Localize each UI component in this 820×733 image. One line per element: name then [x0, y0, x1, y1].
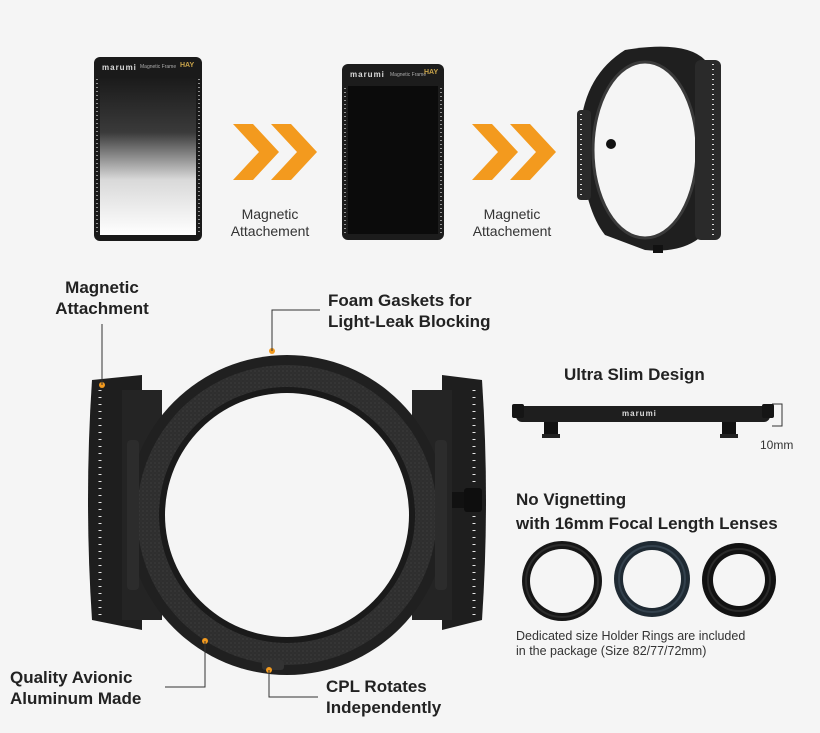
slim-title: Ultra Slim Design: [564, 365, 705, 384]
gnd-brand: marumi: [102, 63, 137, 72]
holder-ring-72mm: [700, 541, 778, 619]
rings-note-line1: Dedicated size Holder Rings are included: [516, 629, 746, 643]
gnd-model: Magnetic Frame: [140, 64, 177, 70]
vignetting-title-line2: with 16mm Focal Length Lenses: [516, 514, 778, 533]
callout-quality-line1: Quality Avionic: [10, 668, 133, 687]
holder-ring-82mm: [520, 539, 604, 623]
double-chevron-right-icon: [233, 124, 323, 180]
step1-label-line2: Attachement: [230, 223, 310, 239]
callout-foam-line1: Foam Gaskets for: [328, 291, 472, 310]
step2-label-line2: Attachement: [472, 223, 552, 239]
step2-label-line1: Magnetic: [483, 206, 541, 222]
vignetting-title: No Vignetting with 16mm Focal Length Len…: [516, 488, 778, 536]
holder-ring-77mm: [612, 539, 692, 619]
nd-filter-image: marumi Magnetic Frame HAY: [340, 62, 446, 242]
double-chevron-right-icon: [472, 124, 562, 180]
step1-label-line1: Magnetic: [241, 206, 299, 222]
gnd-filter-image: marumi Magnetic Frame HAY: [92, 55, 204, 243]
callout-cpl-rotates: CPL Rotates Independently: [326, 676, 441, 718]
slim-dimension: 10mm: [760, 438, 794, 452]
callout-magnetic-attachment: Magnetic Attachment: [42, 277, 162, 319]
nd-model: Magnetic Frame: [390, 72, 427, 78]
callout-quality-line2: Aluminum Made: [10, 689, 142, 708]
holder-angled-image: [565, 40, 735, 260]
holder-front-image: [82, 330, 492, 680]
vignetting-title-line1: No Vignetting: [516, 490, 627, 509]
callout-quality-aluminum: Quality Avionic Aluminum Made: [10, 667, 141, 709]
callout-foam-line2: Light-Leak Blocking: [328, 312, 491, 331]
step1-label: Magnetic Attachement: [220, 206, 320, 240]
callout-magnetic-line1: Magnetic: [65, 278, 139, 297]
nd-brand: marumi: [350, 70, 385, 79]
callout-foam-gaskets: Foam Gaskets for Light-Leak Blocking: [328, 290, 490, 332]
nd-badge: HAY: [424, 69, 439, 76]
slim-profile-image: marumi: [512, 398, 774, 440]
gnd-badge: HAY: [180, 62, 195, 69]
callout-magnetic-line2: Attachment: [55, 299, 149, 318]
callout-cpl-line1: CPL Rotates: [326, 677, 427, 696]
rings-note-line2: in the package (Size 82/77/72mm): [516, 644, 707, 658]
rings-note: Dedicated size Holder Rings are included…: [516, 629, 745, 659]
callout-cpl-line2: Independently: [326, 698, 442, 717]
slim-brand: marumi: [622, 409, 657, 418]
step2-label: Magnetic Attachement: [462, 206, 562, 240]
